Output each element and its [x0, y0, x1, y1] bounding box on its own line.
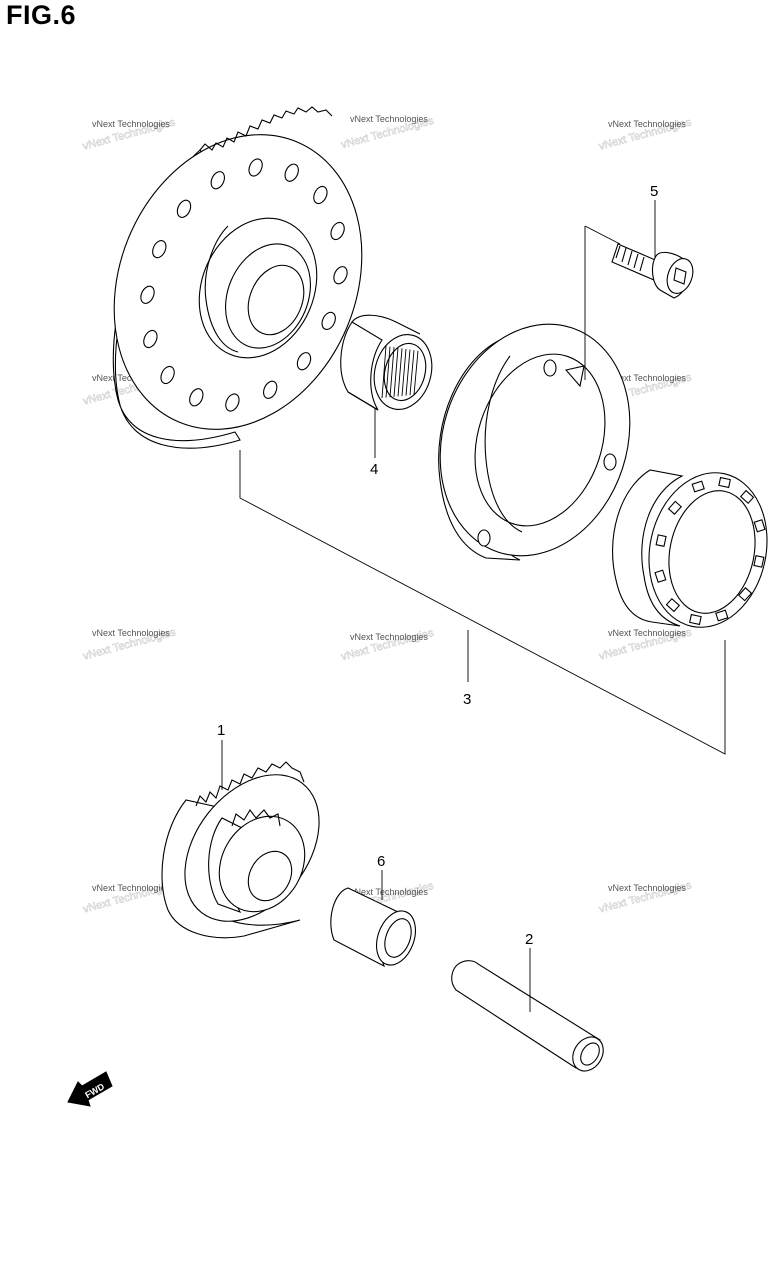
gear-hole [321, 311, 336, 330]
gear-hole [176, 199, 192, 218]
sprag-cam [718, 476, 731, 489]
gear-hole [284, 163, 299, 182]
callout-2: 2 [525, 931, 533, 948]
gear-hole [330, 221, 345, 241]
one-way-clutch-sprag [612, 469, 768, 628]
callout-4: 4 [370, 461, 378, 478]
watermark-text: vNext Technologies [608, 883, 686, 893]
socket-head-bolt [611, 243, 694, 299]
starter-clutch-gear-large [112, 106, 363, 449]
gear-hole [152, 240, 167, 259]
gear-hole [296, 352, 312, 371]
sprag-cam [667, 500, 682, 515]
bearing-needles [381, 345, 419, 399]
needle-bearing [340, 314, 433, 411]
gear-hole [140, 285, 155, 304]
bearing-needle [393, 347, 399, 397]
starter-idle-gear [161, 761, 320, 939]
watermark-text: vNext Technologies [350, 887, 428, 897]
sprag-cam [739, 489, 755, 504]
sprag-cam [654, 569, 667, 583]
watermark-text: vNext Technologies [92, 119, 170, 129]
watermark-row-1: vNext Technologies vNext Technologies vN… [81, 114, 693, 153]
sprag-cam [738, 587, 753, 602]
bearing-needle [413, 350, 419, 395]
gear-hole [210, 171, 225, 190]
gear-hole [263, 380, 278, 399]
sprag-cam [655, 534, 667, 547]
gear-bolt-holes [140, 158, 348, 412]
watermark-text: vNext Technologies [92, 628, 170, 638]
watermark-text: vNext Technologies [608, 628, 686, 638]
watermark-text: vNext Technologies [92, 883, 170, 893]
bearing-needle [405, 349, 411, 396]
gear-hole [189, 388, 204, 407]
sprag-cams [654, 476, 766, 626]
callout-3: 3 [463, 691, 471, 708]
callout-1: 1 [217, 722, 225, 739]
gear-hole [333, 266, 348, 285]
sprag-cam [689, 613, 702, 626]
gear-hole [160, 365, 175, 385]
bearing-needle [385, 346, 391, 398]
leader-lines [221, 200, 726, 1012]
idle-gear-shaft [451, 960, 604, 1072]
gear-hole [225, 393, 240, 412]
watermark-row-3: vNext Technologies vNext Technologies vN… [81, 626, 693, 663]
idle-gear-bushing [330, 887, 416, 968]
gear-hole [143, 329, 158, 349]
watermark-text: vNext Technologies [350, 114, 428, 124]
forward-direction-arrow: FWD [67, 1071, 113, 1107]
bearing-needle [397, 348, 403, 397]
sprag-cam [753, 555, 765, 568]
bearing-needle [389, 347, 395, 398]
callout-5: 5 [650, 183, 658, 200]
sprag-cam [691, 480, 705, 493]
figure-title: FIG.6 [6, 0, 77, 30]
callout-6: 6 [377, 853, 385, 870]
sprag-cam [665, 598, 681, 613]
watermark-text: vNext Technologies [608, 119, 686, 129]
watermark-text: vNext Technologies [608, 373, 686, 383]
clutch-housing-ring [438, 323, 631, 561]
bearing-needle [401, 348, 407, 397]
sprag-cam [753, 519, 766, 533]
gear-hole [248, 158, 263, 177]
bearing-needle [381, 345, 387, 399]
watermark-text: vNext Technologies [350, 632, 428, 642]
sprag-cam [715, 609, 729, 622]
bearing-needle [409, 350, 415, 396]
gear-hole [313, 185, 328, 205]
arrow-icon [67, 1071, 113, 1107]
